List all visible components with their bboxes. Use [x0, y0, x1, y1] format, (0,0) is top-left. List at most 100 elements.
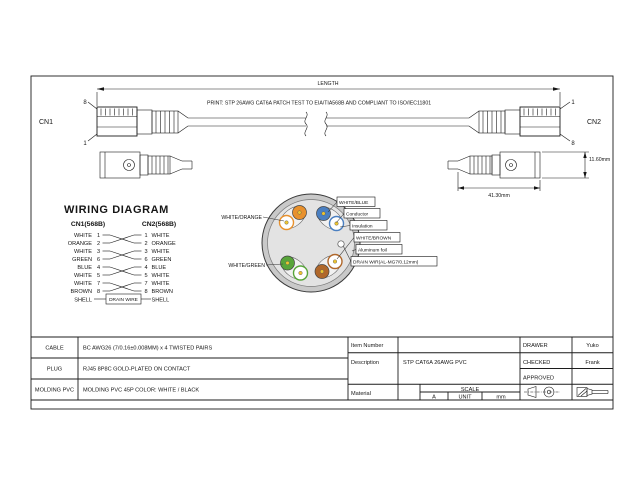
wire-color-right: WHITE: [152, 273, 170, 279]
wire-pin-left: 3: [97, 249, 100, 255]
bottom-view-right: 41.30mm 11.60mm: [447, 151, 610, 199]
white-brown-label: WHITE/BROWN: [356, 236, 392, 242]
wire-color-left: WHITE: [74, 273, 92, 279]
item-number-label: Item Number: [351, 343, 383, 349]
wire-color-right: WHITE: [152, 249, 170, 255]
wire-color-left: BROWN: [71, 289, 92, 295]
unit-value: mm: [496, 395, 506, 401]
drawer-value: Yuko: [586, 343, 598, 349]
twist-pair-7-8: [109, 282, 135, 292]
description-value: STP CAT6A 26AWG PVC: [403, 360, 467, 366]
wire-pin-left: 5: [97, 273, 100, 279]
wire-color-right: BROWN: [152, 289, 173, 295]
drawing-frame: [30, 75, 614, 410]
cn2-header: CN2(568B): [142, 221, 176, 228]
wire-color-left: WHITE: [74, 281, 92, 287]
wire-color-left: GREEN: [72, 257, 92, 263]
wire-pin-left: 1: [97, 233, 100, 239]
dim-41-30-label: 41.30mm: [488, 193, 510, 199]
wire-color-right: BLUE: [152, 265, 167, 271]
cn1-header: CN1(568B): [71, 221, 105, 228]
boot-hole-left: [123, 159, 135, 171]
wire-pin-right: 1: [144, 233, 147, 239]
bottom-view-left-ridges: [151, 156, 169, 174]
checked-label: CHECKED: [523, 360, 550, 366]
shell-row: SHELL DRAIN WIRE SHELL: [74, 293, 170, 305]
wiring-title: WIRING DIAGRAM: [64, 204, 169, 216]
white-green-label: WHITE/GREEN: [228, 263, 265, 269]
drain-wire-label: DRAIN WIRE: [109, 297, 138, 303]
boot-hole-right: [505, 159, 517, 171]
cn1-plug-assembly: [96, 106, 189, 137]
insulation-label: Insulation: [352, 224, 373, 230]
wire-pin-left: 2: [97, 241, 100, 247]
unit-label: UNIT: [458, 395, 472, 401]
wire-color-left: ORANGE: [68, 241, 93, 247]
bottom-view-left: [99, 151, 193, 179]
wire-pin-left: 4: [97, 265, 100, 271]
wire-pin-right: 5: [144, 273, 147, 279]
wire-pin-right: 6: [144, 257, 147, 263]
wire-pin-left: 7: [97, 281, 100, 287]
aluminum-foil-label: Aluminum foil: [358, 248, 387, 254]
cn2-boot-collar: [504, 109, 521, 135]
drain-wire-cross: [337, 240, 345, 248]
bottom-view-right-ridges: [473, 156, 491, 174]
wire-color-left: WHITE: [74, 233, 92, 239]
twist-pair-3-6: [109, 250, 135, 260]
wire-color-right: WHITE: [152, 233, 170, 239]
cable-print-text: PRINT: STP 26AWG CAT6A PATCH TEST TO EIA…: [207, 101, 431, 107]
wiring-diagram: WIRING DIAGRAM CN1(568B) CN2(568B) WHITE…: [64, 204, 177, 305]
wire-color-left: WHITE: [74, 249, 92, 255]
molding-row-label: MOLDING PVC: [35, 388, 74, 394]
scale-value: A: [432, 395, 436, 401]
approved-label: APPROVED: [523, 376, 554, 382]
cn1-boot-collar: [136, 109, 153, 135]
wire-color-right: GREEN: [152, 257, 172, 263]
white-blue-label: WHITE/BLUE: [339, 200, 368, 206]
scale-label: SCALE: [461, 387, 480, 393]
shell-left-label: SHELL: [74, 298, 92, 304]
wire-pin-right: 4: [144, 265, 147, 271]
dimension-11-60: 11.60mm: [542, 151, 610, 179]
cn2-contacts: [520, 108, 560, 128]
description-label: Description: [351, 360, 379, 366]
dim-11-60-label: 11.60mm: [589, 157, 610, 163]
drawer-label: DRAWER: [523, 343, 548, 349]
twist-pair-4-5: [109, 266, 135, 276]
cn2-label: CN2: [587, 119, 601, 126]
molding-row-value: MOLDING PVC 45P COLOR: WHITE / BLACK: [83, 388, 199, 394]
projection-symbol-icon: [524, 386, 560, 398]
cable-break-left: [304, 111, 308, 137]
wire-pin-right: 7: [144, 281, 147, 287]
cable-product-icon: [576, 387, 609, 397]
cn2-boot-ridges: [482, 111, 502, 133]
wire-pin-right: 8: [144, 289, 147, 295]
white-orange-label: WHITE/ORANGE: [221, 215, 262, 221]
pin-8-right: 8: [571, 141, 575, 147]
cn2-plug-assembly: [468, 106, 561, 137]
wire-color-right: ORANGE: [152, 241, 177, 247]
shell-right-label: SHELL: [152, 298, 170, 304]
title-block: CABLE BC AWG26 (7/0.16±0.008MM) x 4 TWIS…: [31, 336, 613, 401]
cable-row-label: CABLE: [45, 346, 64, 352]
length-label: LENGTH: [317, 81, 338, 87]
plug-row-value: RJ45 8P8C GOLD-PLATED ON CONTACT: [83, 367, 191, 373]
cable-row-value: BC AWG26 (7/0.16±0.008MM) x 4 TWISTED PA…: [83, 346, 212, 352]
checked-value: Frank: [585, 360, 600, 366]
cable-break-right: [324, 111, 328, 137]
wire-color-left: BLUE: [77, 265, 92, 271]
material-label: Material: [351, 391, 371, 397]
plug-row-label: PLUG: [47, 367, 62, 373]
cn2-plug-body: [519, 106, 561, 137]
wire-pin-left: 8: [97, 289, 100, 295]
cn1-boot-ridges: [155, 111, 175, 133]
cn1-label: CN1: [39, 119, 53, 126]
conductor-label: Conductor: [346, 212, 369, 218]
wire-color-right: WHITE: [152, 281, 170, 287]
dimension-41-30: 41.30mm: [457, 172, 541, 199]
twist-pair-1-2: [109, 234, 135, 244]
drain-wire-callout-label: DRAIN WIR(AL-MG7/0.12mm): [353, 260, 419, 266]
